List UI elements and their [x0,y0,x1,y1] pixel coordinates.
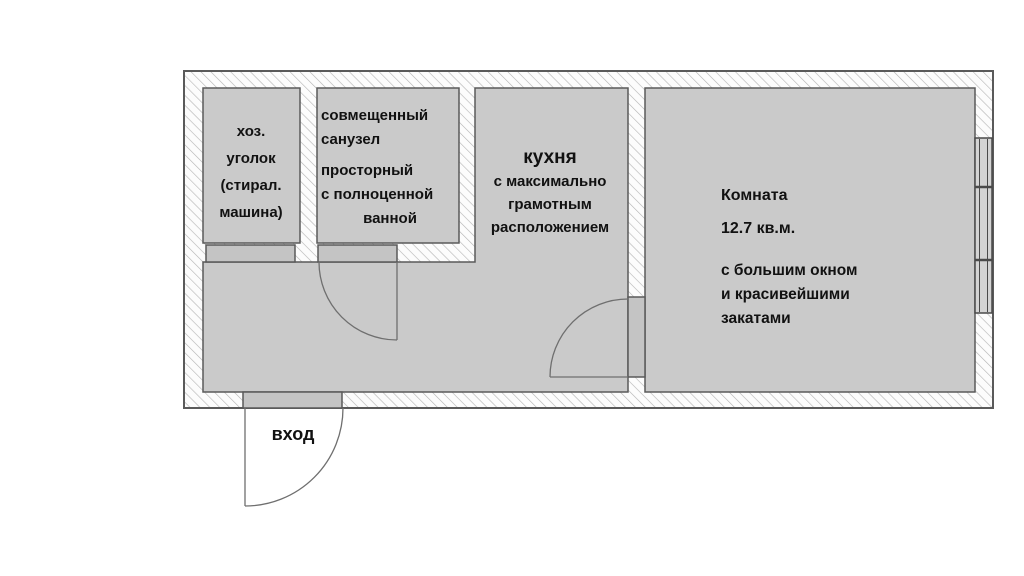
utility-label-line: хоз. [236,123,266,140]
utility-room-floor [202,87,301,244]
kitchen-title: кухня [523,147,577,168]
entrance-door-opening [242,391,343,409]
kitchen-label-line: грамотным [508,196,592,213]
living-room-features: с большим окном и красивейшими закатами [721,259,858,331]
entrance-door-swing [244,407,344,507]
kitchen-hallway-floor [202,87,629,393]
kitchen-door-opening [627,296,646,378]
bathroom-label-line: с полноценной [321,186,434,203]
living-room-feature-line: и красивейшими [721,286,850,303]
bathroom-label: совмещенный санузел просторный с полноце… [321,104,459,231]
living-room-feature-line: с большим окном [721,262,858,279]
living-room-floor [644,87,976,393]
entrance-label: вход [243,424,343,445]
living-room-label: Комната 12.7 кв.м. с большим окном и кра… [721,186,858,331]
bathroom-label-line: просторный [321,162,414,179]
utility-label-line: машина) [219,204,283,221]
utility-label-line: уголок [226,150,276,167]
living-room-title: Комната [721,187,788,204]
bathroom-floor [316,87,460,244]
utility-door-opening [205,244,296,263]
kitchen-label-line: с максимально [493,173,607,190]
kitchen-label: кухня с максимально грамотным расположен… [470,145,630,239]
kitchen-label-line: расположением [490,219,610,236]
living-room-feature-line: закатами [721,310,791,327]
bathroom-label-line: ванной [363,210,417,227]
kitchen-door-swing [549,298,629,378]
bathroom-door-swing [318,261,398,341]
bathroom-door-opening [317,244,398,263]
bathroom-label-line: санузел [321,131,381,148]
window-frame [974,137,993,314]
utility-label-line: (стирал. [220,177,282,194]
living-room-area: 12.7 кв.м. [721,220,796,237]
entrance-label-text: вход [271,424,315,444]
utility-room-label: хоз. уголок (стирал. машина) [202,118,300,226]
window [974,137,993,314]
bathroom-label-line: совмещенный [321,107,429,124]
